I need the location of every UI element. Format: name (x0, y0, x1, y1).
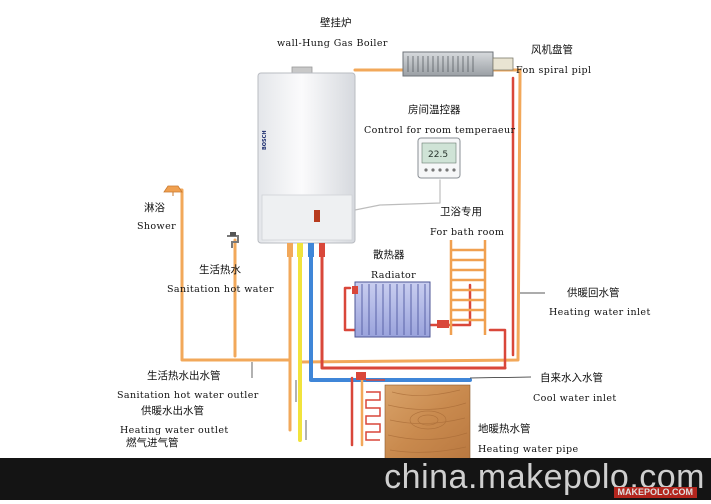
cool-water-pipe (309, 248, 472, 382)
hot-outlet-label-zh: 生活热水出水管 (147, 369, 221, 382)
radiator-label-zh: 散热器 (373, 248, 405, 261)
heating-supply-red-pipe (320, 248, 507, 370)
heating-outlet-label-zh: 供暖水出水管 (141, 404, 204, 417)
hot-water-label-zh: 生活热水 (199, 263, 241, 276)
floor-heating-label-zh: 地暖热水管 (478, 422, 531, 435)
floor-heating-label-en: Heating water pipe (478, 444, 578, 455)
shower-label-en: Shower (137, 221, 176, 232)
radiator (352, 281, 431, 338)
cool-water-label-en: Cool water inlet (533, 393, 617, 404)
thermostat-display: 22.5 (428, 150, 448, 160)
bath-towel-radiator (449, 240, 487, 335)
floor-heating (356, 372, 471, 461)
radiator-label-en: Radiator (371, 270, 416, 281)
radiator-loop-pipe (343, 286, 362, 332)
room-thermostat-label-zh: 房间温控器 (408, 103, 461, 116)
shower-label-zh: 淋浴 (144, 201, 165, 214)
leader-lines (251, 292, 545, 440)
hot-water-tap (227, 232, 239, 248)
gas-pipe-label-zh: 燃气进气管 (126, 436, 179, 449)
room-thermostat-label-en: Control for room temperaeur (364, 125, 516, 136)
hot-water-label-en: Sanitation hot water (167, 284, 274, 295)
heating-return-label-en: Heating water inlet (549, 307, 651, 318)
bath-towel-pipe (488, 328, 507, 370)
bath-valve (437, 320, 449, 328)
shower-head (163, 185, 183, 196)
bath-label-en: For bath room (430, 227, 504, 238)
heating-return-label-zh: 供暖回水管 (567, 286, 620, 299)
fan-coil-unit (402, 51, 514, 77)
labels: 壁挂炉 wall-Hung Gas Boiler 风机盘管 Fon spiral… (117, 16, 651, 455)
boiler-label-zh: 壁挂炉 (320, 16, 352, 29)
watermark-badge: MAKEPOLO.COM (613, 487, 697, 498)
wall-hung-boiler: BOSCH (257, 66, 356, 257)
boiler-label-en: wall-Hung Gas Boiler (277, 38, 388, 49)
watermark-bar (0, 458, 711, 500)
hot-outlet-label-en: Sanitation hot water outler (117, 390, 259, 401)
bath-label-zh: 卫浴专用 (440, 205, 482, 218)
fan-coil-label-zh: 风机盘管 (531, 43, 573, 56)
cool-water-label-zh: 自来水入水管 (540, 371, 603, 384)
thermostat-wire (354, 179, 441, 211)
boiler-brand: BOSCH (262, 130, 268, 150)
room-thermostat: 22.5 (417, 137, 461, 179)
heating-outlet-label-en: Heating water outlet (120, 425, 229, 436)
fan-coil-label-en: Fon spiral pipl (516, 65, 591, 76)
